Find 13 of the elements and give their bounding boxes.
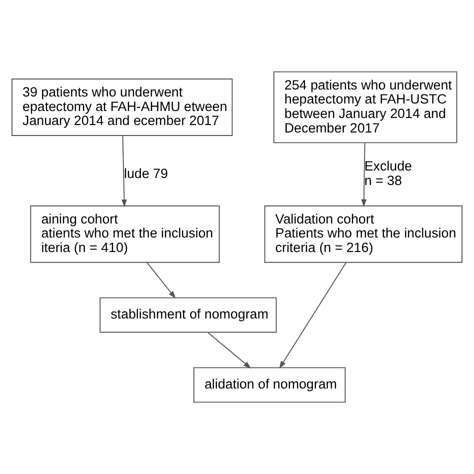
node-box: stablishment of nomogram [100, 297, 277, 333]
arrow [279, 262, 347, 369]
arrow [146, 262, 176, 299]
node-box: 254 patients who underwent hepatectomy at FAH-USTC between January 2014 and December 2017 [273, 71, 458, 144]
node-box: Validation cohort Patients who met the inclusion criteria (n = 216) [264, 205, 462, 263]
arrow [122, 135, 127, 208]
arrow [361, 142, 367, 207]
edge-label: Exclude n = 38 [364, 158, 412, 188]
node-box: alidation of nomogram [193, 367, 346, 403]
arrow [207, 332, 252, 369]
edge-label: lude 79 [124, 166, 168, 181]
node-box: aining cohort atients who met the inclusion iteria (n = 410) [30, 205, 220, 263]
node-box: 39 patients who underwent epatectomy at FAH-AHMU etween January 2014 and ecember 2017 [12, 78, 233, 136]
